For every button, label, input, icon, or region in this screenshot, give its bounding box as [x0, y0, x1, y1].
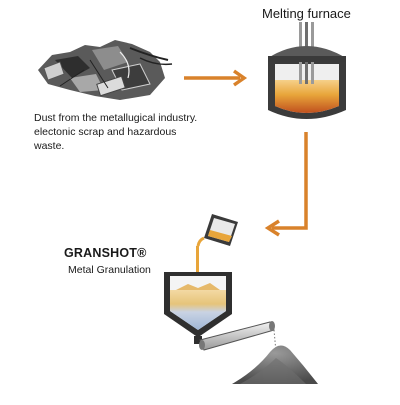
molten-stream: [196, 246, 199, 290]
granule-heap-icon: [232, 345, 318, 384]
granulation-tank-icon: [164, 272, 232, 344]
ladle-icon: [196, 214, 238, 247]
arrow-to-furnace: [184, 69, 248, 87]
granshot-subtitle: Metal Granulation: [68, 264, 151, 276]
arrow-to-ladle: [264, 132, 308, 237]
dust-description-label: Dust from the metallugical industry. ele…: [34, 112, 198, 152]
scrap-pile-icon: [38, 40, 173, 100]
granshot-title: GRANSHOT®: [64, 246, 147, 260]
melting-furnace-label: Melting furnace: [262, 6, 351, 21]
furnace-icon: [268, 22, 346, 119]
